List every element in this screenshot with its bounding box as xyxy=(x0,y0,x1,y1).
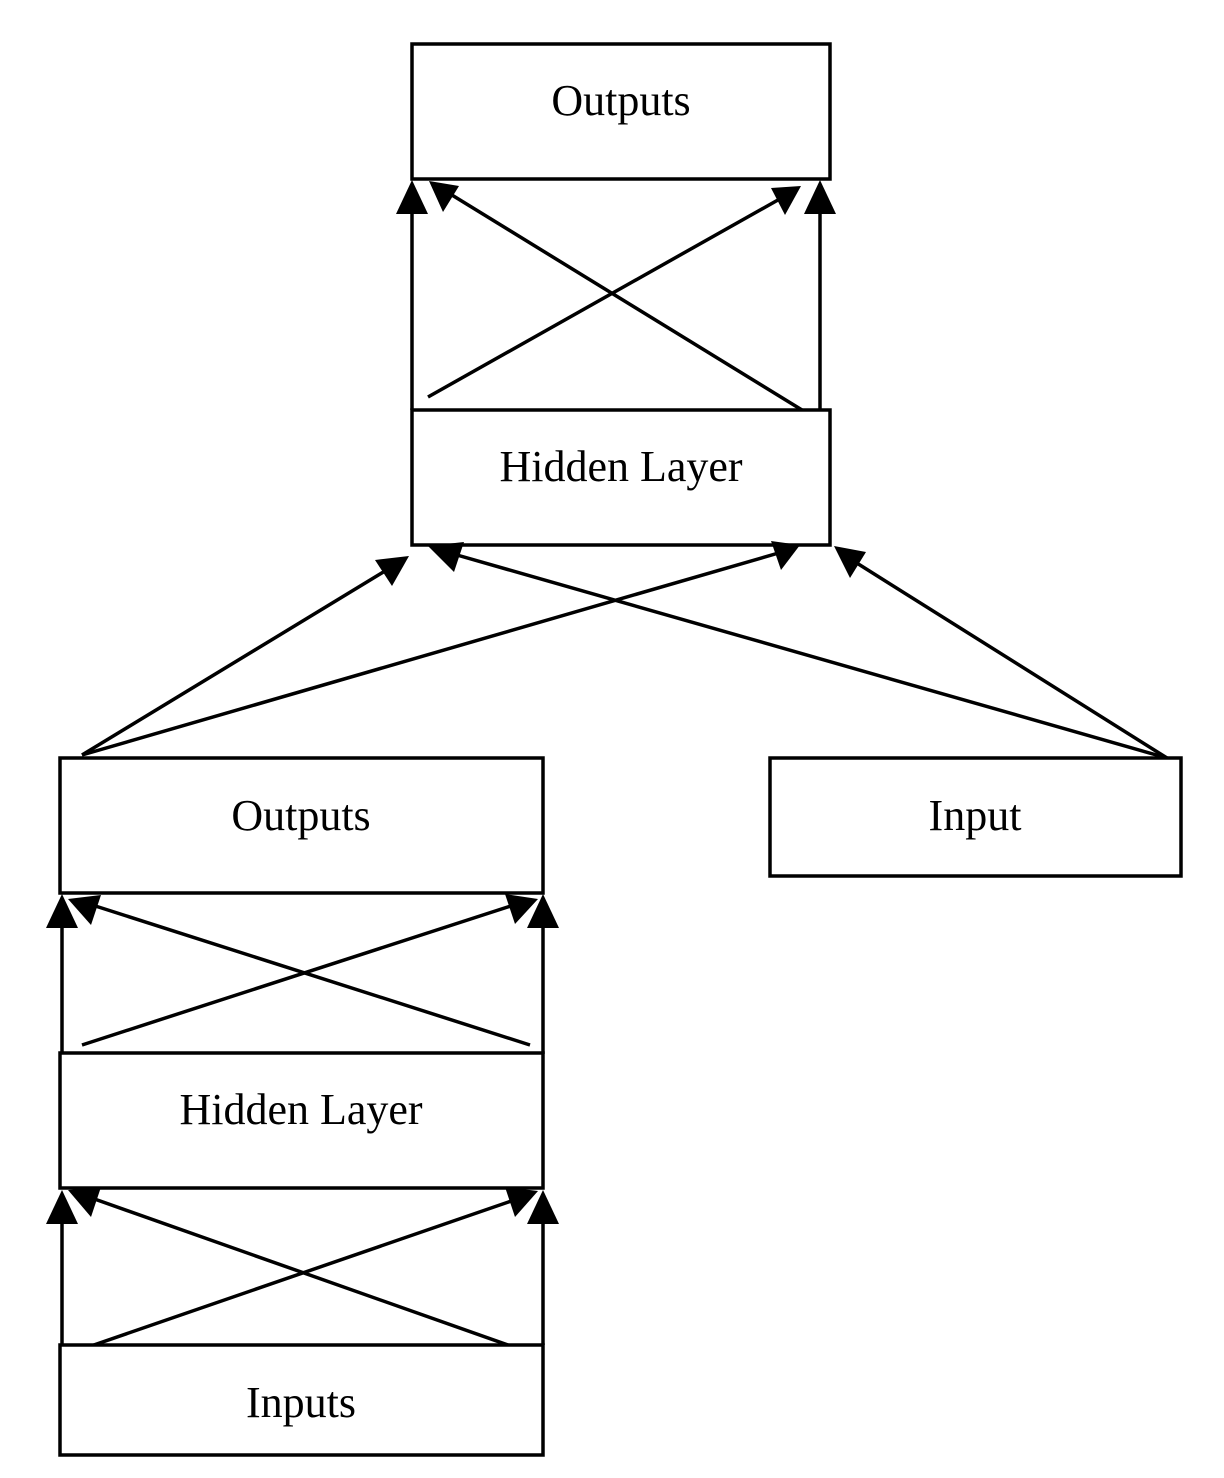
arrowheads xyxy=(46,180,866,1224)
edge-left-inputs-to-left-hidden-cross-b xyxy=(61,1196,521,1358)
node-top-hidden-layer-label: Hidden Layer xyxy=(499,442,742,491)
arrowhead-top-outputs-cross-b xyxy=(771,186,801,215)
arrowhead-top-hidden-b xyxy=(771,541,800,570)
edge-left-outputs-to-top-hidden-b xyxy=(81,550,783,757)
arrowhead-left-hidden-right xyxy=(527,1190,559,1224)
node-left-inputs-label: Inputs xyxy=(246,1378,356,1427)
node-right-input: Input xyxy=(768,756,1183,878)
node-left-inputs: Inputs xyxy=(58,1343,545,1457)
arrowhead-left-outputs-cross-a xyxy=(68,895,101,925)
node-left-outputs-label: Outputs xyxy=(231,791,370,840)
node-top-hidden-layer: Hidden Layer xyxy=(410,408,832,547)
edge-input-to-top-hidden-a xyxy=(449,551,1168,760)
edge-input-to-top-hidden-b xyxy=(851,558,1168,760)
node-left-hidden-layer-label: Hidden Layer xyxy=(179,1085,422,1134)
edge-left-hidden-to-left-outputs-cross-a xyxy=(85,901,531,1047)
node-top-outputs: Outputs xyxy=(410,42,832,181)
arrowhead-top-outputs-right xyxy=(804,180,836,214)
edge-left-hidden-to-left-outputs-cross-b xyxy=(81,901,521,1047)
arrowhead-left-outputs-cross-b xyxy=(505,894,538,924)
arrowhead-left-outputs-left xyxy=(46,894,78,928)
arrowhead-left-hidden-cross-b xyxy=(505,1187,538,1217)
edge-left-outputs-to-top-hidden-a xyxy=(81,566,391,757)
node-left-outputs: Outputs xyxy=(58,756,545,895)
arrowhead-left-hidden-left xyxy=(46,1190,78,1224)
arrowhead-top-outputs-cross-a xyxy=(429,181,459,212)
edge-top-hidden-to-top-outputs-cross-a xyxy=(446,190,803,412)
arrowhead-top-outputs-left xyxy=(396,180,428,214)
arrowhead-top-hidden-d xyxy=(834,546,866,578)
edge-top-hidden-to-top-outputs-cross-b xyxy=(427,194,786,399)
node-right-input-label: Input xyxy=(929,791,1022,840)
node-top-outputs-label: Outputs xyxy=(551,76,690,125)
arrowhead-left-outputs-right xyxy=(527,894,559,928)
arrowhead-left-hidden-cross-a xyxy=(68,1187,101,1217)
arrowhead-top-hidden-a xyxy=(375,556,409,586)
arrowhead-top-hidden-c xyxy=(428,542,464,572)
node-left-hidden-layer: Hidden Layer xyxy=(58,1051,545,1190)
edges xyxy=(60,190,1168,1358)
